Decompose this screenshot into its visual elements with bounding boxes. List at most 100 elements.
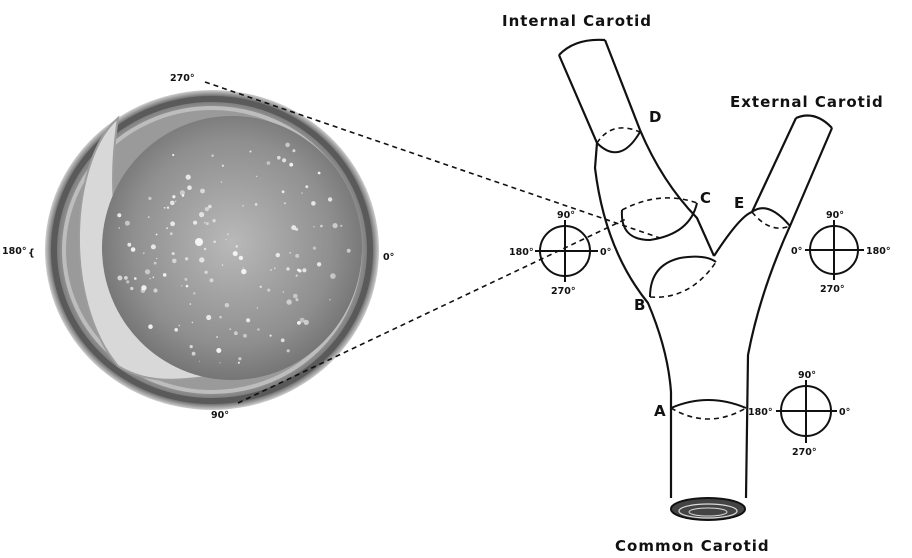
vacuole-dot (236, 245, 239, 248)
micrograph-label-180: 180° (2, 246, 27, 257)
vacuole-dot (333, 223, 338, 228)
vacuole-dot (172, 252, 175, 255)
external-carotid-label: External Carotid (730, 93, 884, 111)
vacuole-dot (192, 352, 196, 356)
vacuole-dot (291, 225, 296, 230)
vacuole-dot (257, 307, 258, 308)
compass-external-top: 90° (826, 210, 844, 221)
vacuole-dot (170, 232, 173, 235)
vacuole-dot (320, 225, 323, 228)
compass-external-right: 180° (866, 246, 891, 257)
vacuole-dot (293, 294, 298, 299)
vacuole-dot (301, 192, 303, 194)
vacuole-dot (181, 285, 182, 286)
vacuole-dot (318, 172, 321, 175)
vacuole-dot (208, 205, 212, 209)
vacuole-dot (270, 335, 272, 337)
common-carotid-label: Common Carotid (615, 537, 770, 555)
vacuole-dot (297, 321, 301, 325)
section-label-d: D (649, 108, 661, 126)
vacuole-dot (117, 276, 122, 281)
vacuole-dot (246, 318, 250, 322)
vacuole-dot (289, 252, 291, 254)
section-c-front (622, 203, 697, 240)
compass-external: 90° 0° 180° 270° (791, 210, 891, 295)
vacuole-dot (260, 286, 262, 288)
vacuole-dot (295, 254, 299, 258)
vacuole-dot (206, 315, 211, 320)
vacuole-dot (187, 185, 192, 190)
vacuole-dot (238, 362, 240, 364)
vacuole-dot (216, 348, 221, 353)
vacuole-dot (205, 207, 209, 211)
external-carotid-top-cap (796, 116, 832, 128)
compass-common-right: 0° (839, 407, 850, 418)
vacuole-dot (172, 154, 174, 156)
vacuole-dot (204, 248, 206, 250)
compass-common-left: 180° (748, 407, 773, 418)
compass-internal-top: 90° (557, 210, 575, 221)
vacuole-dot (141, 288, 146, 293)
vacuole-dot (276, 253, 280, 257)
vacuole-dot (124, 276, 128, 280)
vacuole-dot (221, 181, 222, 182)
vacuole-dot (130, 287, 133, 290)
central-vacuole (195, 238, 203, 246)
vacuole-dot (131, 247, 136, 252)
vacuole-dot (166, 227, 168, 229)
vacuole-dot (329, 299, 331, 301)
vacuole-dot (302, 268, 306, 272)
vacuole-dot (193, 292, 195, 294)
section-label-a: A (654, 402, 666, 420)
vacuole-dot (229, 328, 231, 330)
vacuole-dot (148, 324, 153, 329)
compass-internal-left: 180° (509, 247, 534, 258)
vacuole-dot (126, 280, 129, 283)
internal-carotid-right-wall (605, 40, 714, 256)
micrograph-label-0: 0° (383, 252, 394, 263)
vacuole-dot (347, 249, 351, 253)
micrograph-brace: { (28, 248, 35, 259)
section-a-front (671, 400, 746, 408)
vacuole-dot (148, 197, 151, 200)
lumen (102, 116, 362, 380)
vacuole-dot (296, 298, 299, 301)
vacuole-dot (277, 156, 281, 160)
vacuole-dot (286, 299, 291, 304)
vacuole-dot (186, 285, 189, 288)
vacuole-dot (211, 155, 213, 157)
section-e-front (752, 208, 790, 226)
compass-internal: 90° 180° 0° 270° (509, 210, 611, 297)
vacuole-dot (184, 278, 187, 281)
vacuole-dot (225, 303, 229, 307)
vacuole-dot (313, 247, 316, 250)
vacuole-dot (167, 207, 169, 209)
vacuole-dot (282, 190, 285, 193)
vacuole-dot (222, 165, 224, 167)
compass-external-left: 0° (791, 246, 802, 257)
vacuole-dot (206, 222, 209, 225)
vacuole-dot (125, 221, 130, 226)
vacuole-dot (233, 251, 238, 256)
vacuole-dot (311, 201, 316, 206)
section-label-c: C (700, 189, 711, 207)
vacuole-dot (340, 225, 342, 227)
vacuole-dot (154, 262, 157, 265)
section-label-b: B (634, 296, 645, 314)
vacuole-dot (267, 289, 270, 292)
vacuole-dot (180, 190, 185, 195)
vacuole-dot (164, 207, 166, 209)
vacuole-dot (186, 175, 191, 180)
vacuole-dot (185, 257, 188, 260)
vacuole-dot (190, 345, 193, 348)
vacuole-dot (267, 161, 271, 165)
external-carotid-right-wall (746, 128, 832, 498)
vacuole-dot (199, 212, 204, 217)
vacuole-dot (296, 275, 298, 277)
vacuole-dot (163, 273, 167, 277)
vacuole-dot (175, 201, 177, 203)
vacuole-dot (127, 243, 131, 247)
vacuole-dot (286, 267, 289, 270)
section-label-e: E (734, 194, 744, 212)
vacuole-dot (148, 216, 150, 218)
